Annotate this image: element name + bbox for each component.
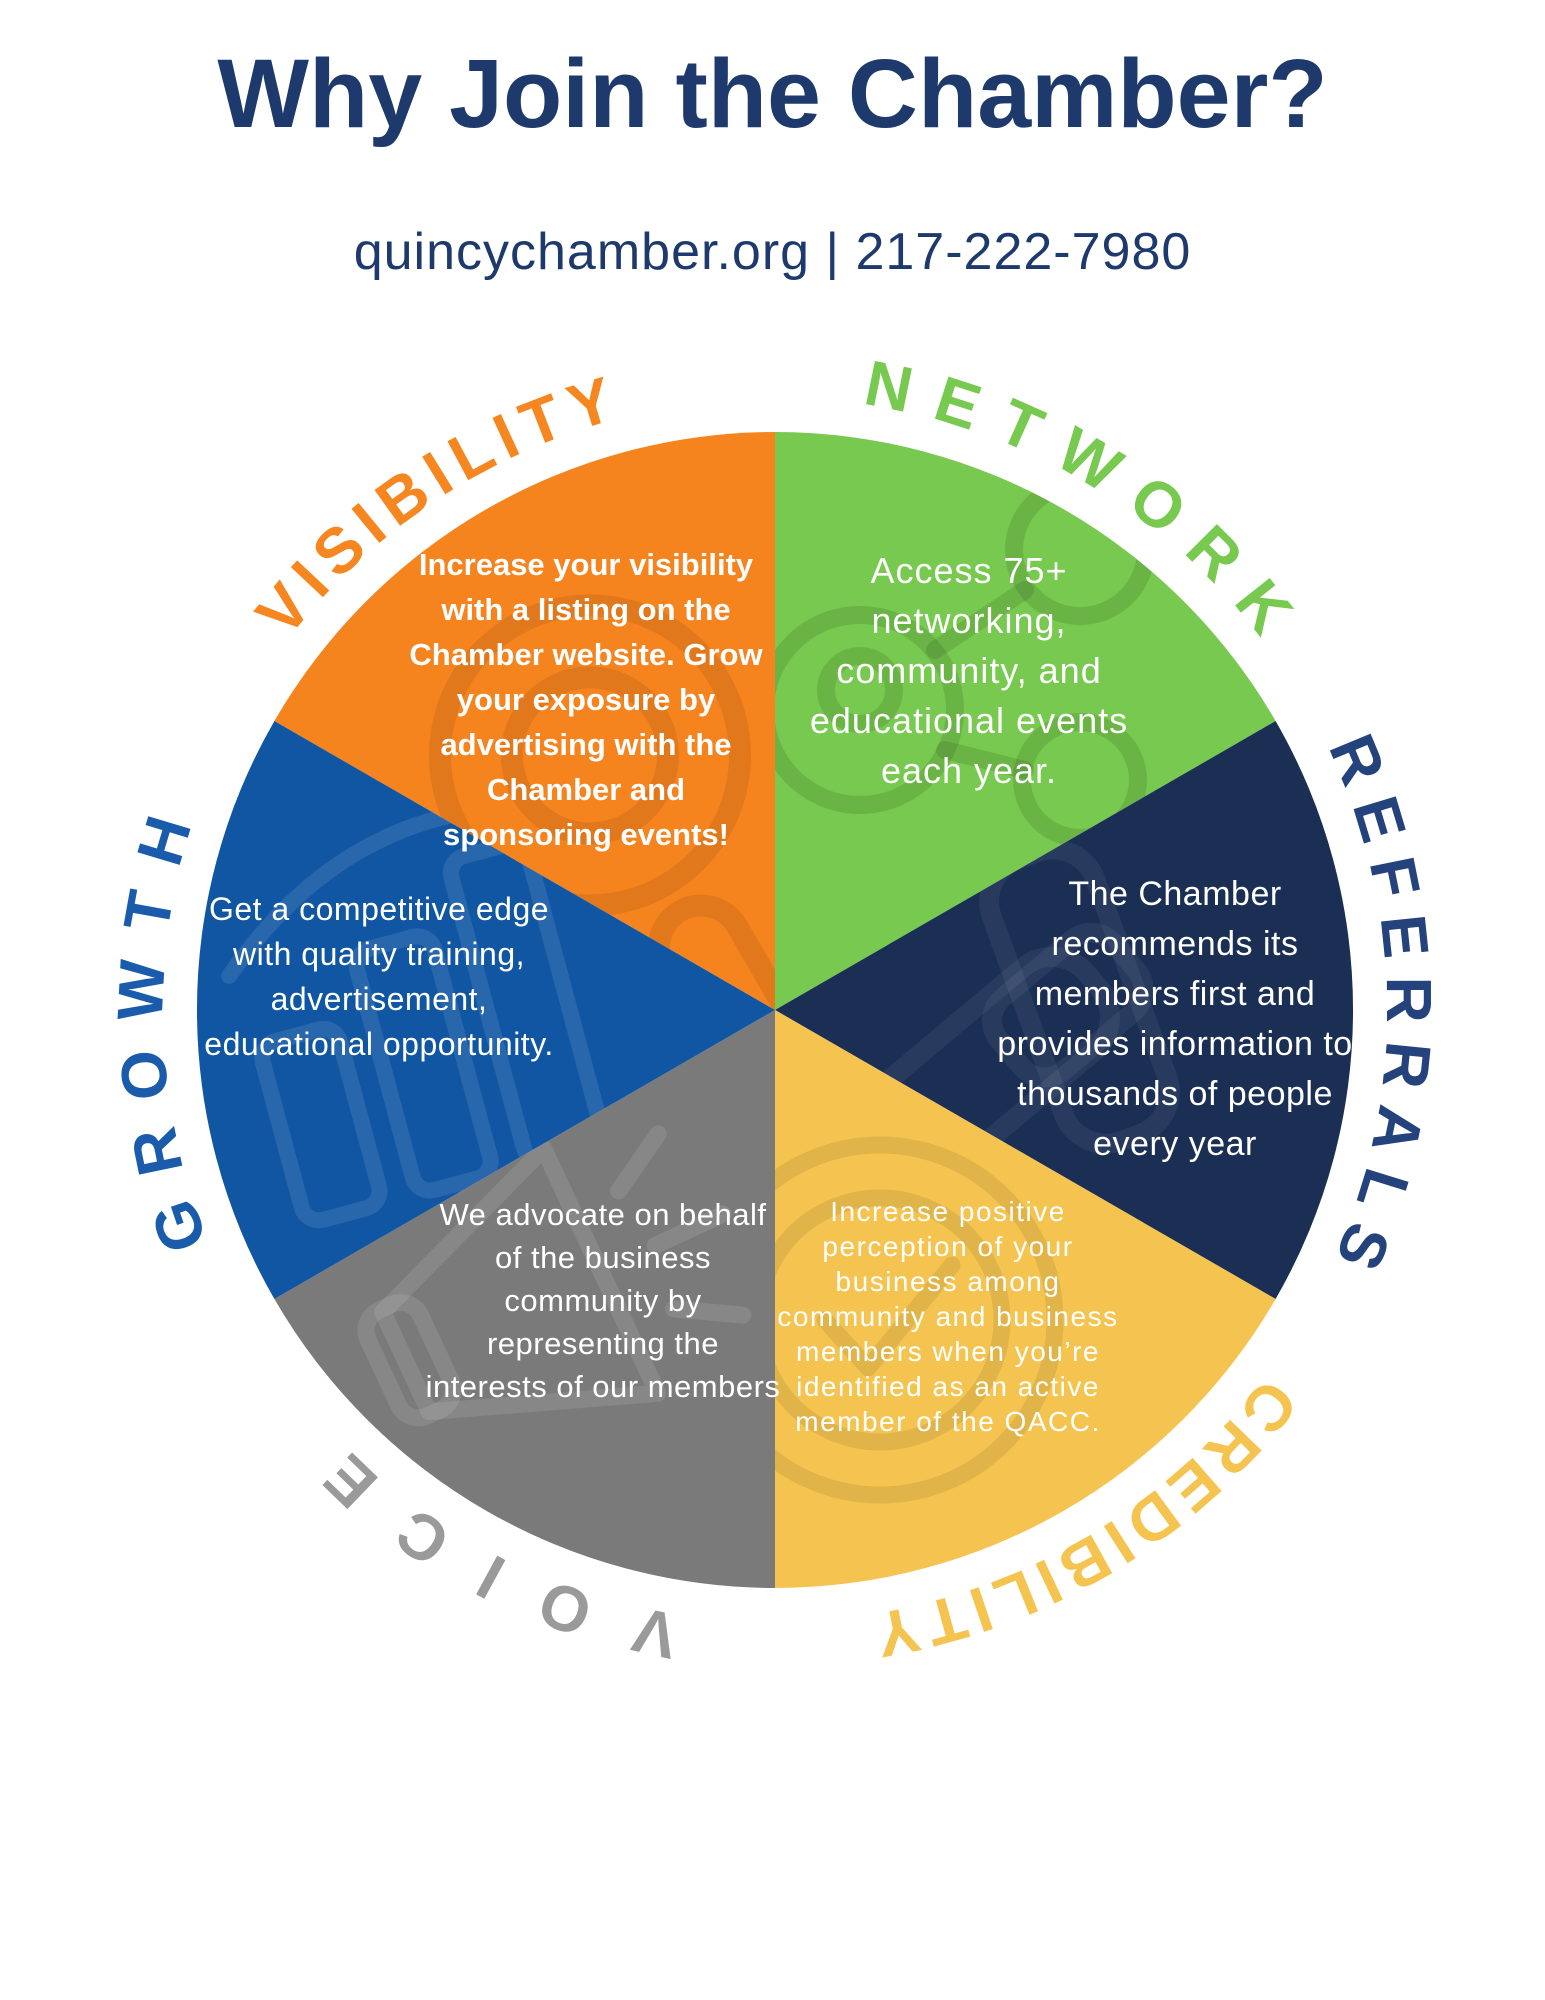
growth-description: Get a competitive edge with quality trai…: [204, 891, 554, 1062]
network-description: Access 75+ networking, community, and ed…: [809, 550, 1129, 791]
referrals-description: The Chamber recommends its members first…: [997, 875, 1353, 1163]
voice-description: We advocate on behalf of the business co…: [425, 1197, 781, 1404]
wedge-growth: [196, 721, 776, 1299]
page-title: Why Join the Chamber?: [217, 39, 1328, 148]
badge-check-icon: [775, 1136, 1064, 1504]
wedge-network: [775, 432, 1276, 1010]
megaphone-icon: [357, 1125, 752, 1427]
wedge-credibility: [775, 1010, 1276, 1588]
wedge-referrals: [775, 721, 1354, 1299]
visibility-description: Increase your visibility with a listing …: [409, 547, 763, 852]
credibility-description: Increase positive perception of your bus…: [777, 1196, 1119, 1437]
contact-line: quincychamber.org | 217-222-7980: [353, 223, 1192, 281]
wedge-visibility: [274, 431, 775, 1010]
wedge-voice: [274, 1010, 775, 1588]
